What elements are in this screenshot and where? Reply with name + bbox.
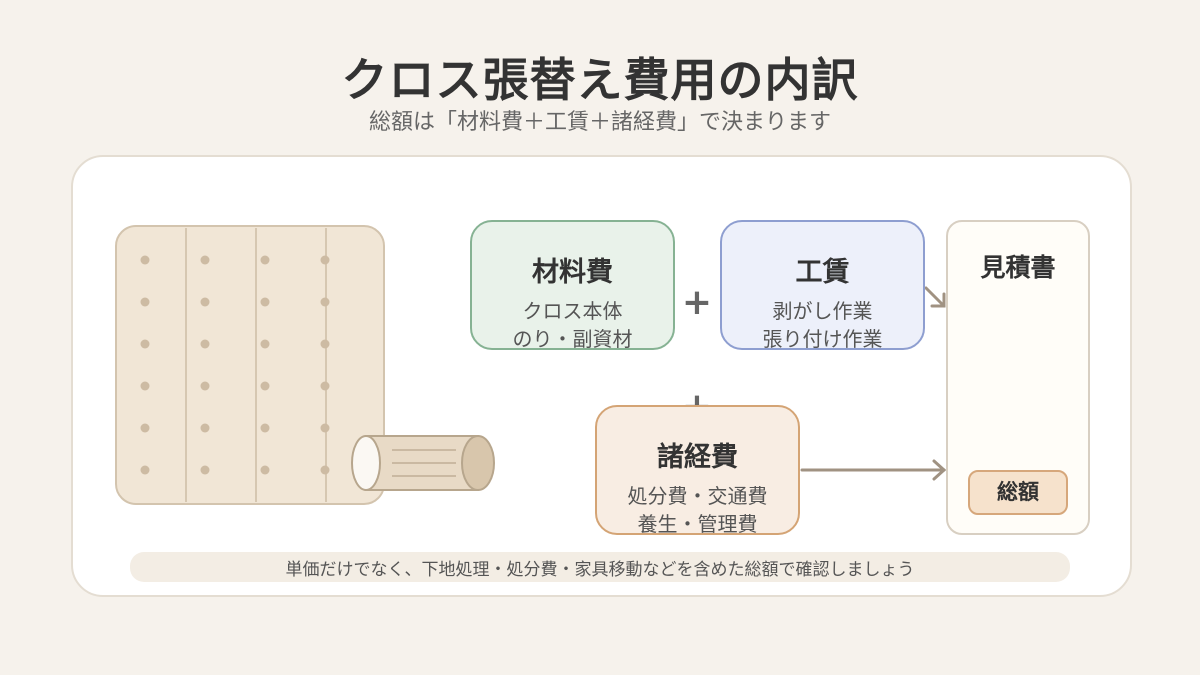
page-subtitle: 総額は「材料費＋工賃＋諸経費」で決まります: [368, 110, 831, 135]
wallpaper-dot: [260, 339, 270, 349]
misc-cost-line: 養生・管理費: [637, 512, 758, 536]
wallpaper-dot: [140, 465, 150, 475]
wallpaper-dot: [140, 339, 150, 349]
wallpaper-dot: [140, 423, 150, 433]
material-cost-line: クロス本体: [522, 299, 623, 323]
wallpaper-dot: [200, 255, 210, 265]
wallpaper-dot: [140, 255, 150, 265]
material-cost-title: 材料費: [532, 257, 613, 288]
wallpaper-dot: [140, 297, 150, 307]
material-cost-line: のり・副資材: [512, 327, 633, 351]
plus-operator: +: [681, 282, 713, 323]
wallpaper-dot: [200, 297, 210, 307]
wallpaper-roll-icon: [351, 435, 495, 491]
total-amount-label: 総額: [968, 470, 1068, 515]
wallpaper-dot: [260, 297, 270, 307]
wallpaper-dot: [260, 381, 270, 391]
misc-cost-line: 処分費・交通費: [627, 484, 768, 508]
arrow-right-icon: [800, 286, 947, 481]
wallpaper-dot: [200, 465, 210, 475]
material-cost-box: 材料費 クロス本体 のり・副資材: [470, 220, 675, 351]
misc-cost-box: 諸経費 処分費・交通費 養生・管理費: [595, 405, 800, 536]
wallpaper-dot: [200, 339, 210, 349]
wallpaper-dot: [320, 423, 330, 433]
wallpaper-dot: [260, 465, 270, 475]
page-title: クロス張替え費用の内訳: [341, 53, 859, 107]
wallpaper-dot: [200, 423, 210, 433]
wallpaper-dot: [320, 255, 330, 265]
estimate-title: 見積書: [980, 253, 1056, 282]
labor-cost-title: 工賃: [795, 257, 850, 288]
wallpaper-dot: [140, 381, 150, 391]
wallpaper-sheet-icon: [115, 225, 385, 505]
wallpaper-dot: [320, 297, 330, 307]
wallpaper-dot: [260, 423, 270, 433]
footer-note: 単価だけでなく、下地処理・処分費・家具移動などを含めた総額で確認しましょう: [130, 552, 1070, 582]
labor-cost-box: 工賃 剥がし作業 張り付け作業: [720, 220, 925, 351]
labor-cost-line: 剥がし作業: [772, 299, 873, 323]
labor-cost-line: 張り付け作業: [762, 327, 883, 351]
wallpaper-dot: [260, 255, 270, 265]
wallpaper-dot: [320, 465, 330, 475]
wallpaper-dot: [320, 339, 330, 349]
wallpaper-dot: [200, 381, 210, 391]
misc-cost-title: 諸経費: [657, 442, 738, 473]
wallpaper-dot: [320, 381, 330, 391]
